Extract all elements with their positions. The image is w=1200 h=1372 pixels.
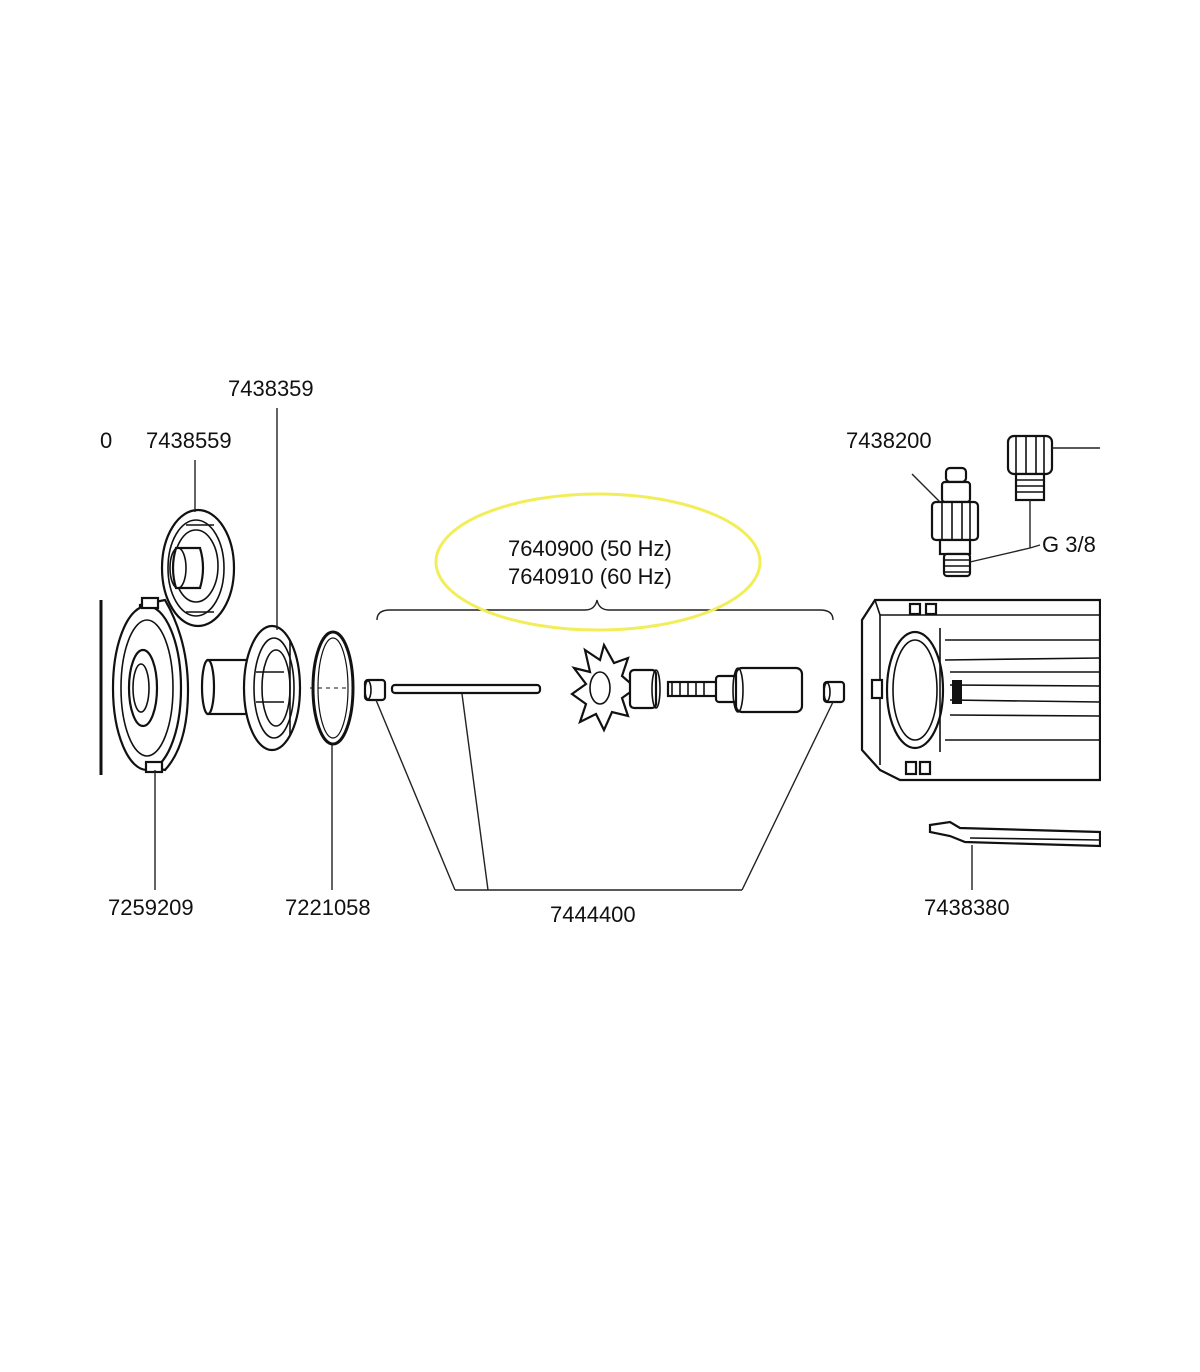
part-7438359-drawing xyxy=(200,624,302,752)
label-7438200: 7438200 xyxy=(846,428,932,453)
impeller-drawing xyxy=(570,642,661,733)
highlight-label-60hz: 7640910 (60 Hz) xyxy=(508,564,672,589)
highlight-label-50hz: 7640900 (50 Hz) xyxy=(508,536,672,561)
part-7444400-bearing-right xyxy=(822,680,846,704)
part-7438200-fitting xyxy=(930,466,980,578)
label-7438380: 7438380 xyxy=(924,895,1010,920)
label-7259209: 7259209 xyxy=(108,895,194,920)
label-7444400: 7444400 xyxy=(550,902,636,927)
part-7444400-bearing-left xyxy=(363,678,387,702)
part-g38-cap xyxy=(1006,434,1054,502)
part-7444400-shaft xyxy=(390,683,542,695)
label-cut-left: 0 xyxy=(100,428,112,453)
highlight-ellipse xyxy=(434,492,762,632)
part-7438559-drawing xyxy=(160,508,236,628)
label-g38: G 3/8 xyxy=(1042,532,1096,557)
label-7221058: 7221058 xyxy=(285,895,371,920)
right-edge-mask xyxy=(1101,0,1200,1372)
part-7259209-drawing xyxy=(111,596,190,774)
part-7221058-oring xyxy=(310,630,355,746)
motor-housing-drawing xyxy=(860,598,1102,782)
group-bracket xyxy=(376,599,834,621)
label-7438559: 7438559 xyxy=(146,428,232,453)
rotor-drawing xyxy=(666,666,804,714)
leader-lines xyxy=(154,408,1100,891)
part-7438380-bracket xyxy=(928,820,1102,848)
label-7438359: 7438359 xyxy=(228,376,314,401)
